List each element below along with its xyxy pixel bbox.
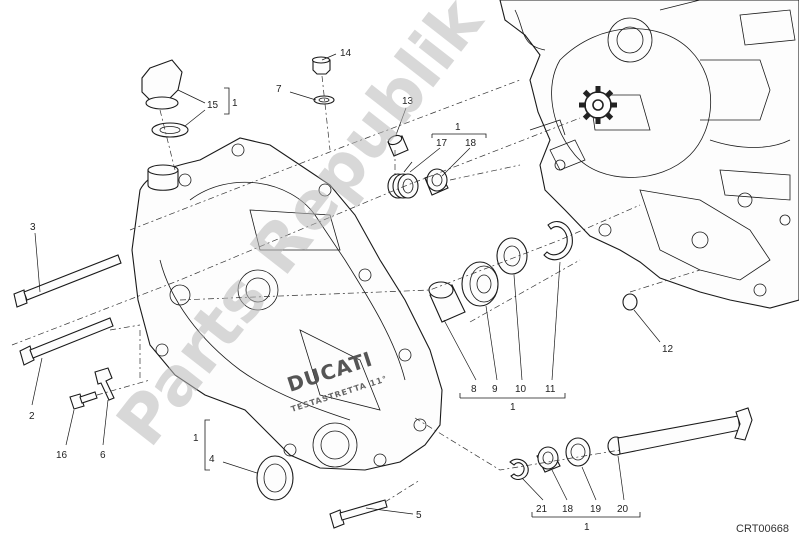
gear-icon — [579, 86, 617, 124]
clip-6 — [94, 367, 115, 401]
callout-3: 3 — [30, 222, 36, 233]
callout-15: 15 — [207, 100, 219, 111]
screw-16 — [69, 391, 98, 410]
callout-group-8-11: 1 — [510, 402, 516, 413]
callout-18-top: 18 — [465, 138, 477, 149]
bolt-5 — [329, 499, 388, 529]
group-brackets — [204, 87, 641, 518]
bushing-8 — [428, 281, 466, 323]
callout-19: 19 — [590, 504, 602, 515]
crankcase — [499, 0, 799, 309]
oil-filler-cap — [141, 59, 189, 191]
callout-17: 17 — [436, 138, 448, 149]
callout-15-ref: 1 — [232, 98, 238, 109]
callout-8: 8 — [471, 384, 477, 395]
seal-19 — [565, 437, 591, 467]
bolt-3 — [13, 254, 122, 308]
callout-20: 20 — [617, 504, 629, 515]
callout-18-bottom: 18 — [562, 504, 574, 515]
callout-12: 12 — [662, 344, 674, 355]
callout-group-1718: 1 — [455, 122, 461, 133]
callout-7: 7 — [276, 84, 282, 95]
o-ring-12 — [622, 293, 638, 311]
callout-2: 2 — [29, 411, 35, 422]
callout-9: 9 — [492, 384, 498, 395]
callout-5: 5 — [416, 510, 422, 521]
assembly-axes — [11, 75, 701, 503]
callout-group-4: 1 — [193, 433, 199, 444]
diagram-code: CRT00668 — [736, 523, 789, 535]
callout-14: 14 — [340, 48, 352, 59]
plug-bolt-14 — [311, 56, 335, 105]
callout-6: 6 — [100, 450, 106, 461]
callout-10: 10 — [515, 384, 527, 395]
callout-21: 21 — [536, 504, 548, 515]
bearing-18-top — [424, 168, 449, 196]
seal-4 — [256, 455, 294, 501]
callout-16: 16 — [56, 450, 68, 461]
callout-4: 4 — [209, 454, 215, 465]
leader-lines — [31, 53, 661, 515]
callout-11: 11 — [545, 384, 556, 395]
circlip-21 — [509, 458, 529, 481]
clutch-cover: DUCATI TESTASTRETTA 11° — [131, 137, 443, 471]
bearing-18-bottom — [536, 446, 561, 473]
washer-10 — [496, 237, 528, 275]
spring-17 — [387, 161, 419, 199]
clutch-shaft-20 — [607, 407, 753, 456]
bolt-2 — [19, 317, 114, 366]
circlip-11 — [543, 220, 573, 261]
bearing-9 — [461, 261, 499, 307]
callout-13: 13 — [402, 96, 414, 107]
bushing-13 — [387, 134, 409, 157]
callout-labels: 14 7 15 1 13 1 17 18 3 2 16 6 1 4 5 8 9 … — [29, 48, 674, 533]
callout-group-21-20: 1 — [584, 522, 590, 533]
